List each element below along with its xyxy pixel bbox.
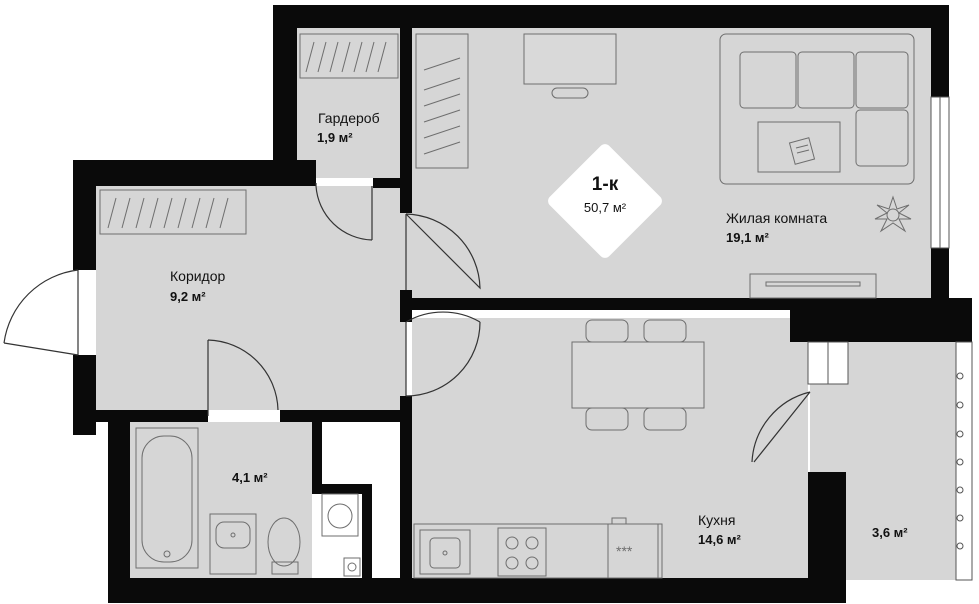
wall-bottom [108,578,830,603]
living-area: 19,1 м² [726,230,769,245]
wall-top [273,5,949,28]
toilet [267,517,301,575]
washbasin [209,513,257,575]
bathroom-area: 4,1 м² [232,470,268,485]
wall-wardrobe-left [273,5,297,183]
wall-bath-right-top [280,410,410,422]
wardrobe-floor [297,28,405,178]
wardrobe-area: 1,9 м² [317,130,353,145]
corridor-name: Коридор [170,268,226,284]
corridor-shelf [99,189,247,235]
wall-balcony-divider [808,472,846,603]
wall-kitchen-corner [790,298,972,342]
wardrobe-name: Гардероб [318,110,380,126]
wall-kitchen-divider-bottom [400,396,412,578]
entrance-door [3,269,79,355]
balcony-door [751,391,811,463]
svg-text:***: *** [616,543,633,559]
wall-kitchen-divider-top [400,290,412,322]
kitchen-area: 14,6 м² [698,532,741,547]
corridor-area: 9,2 м² [170,289,206,304]
balcony-area: 3,6 м² [872,525,908,540]
bathtub [135,427,199,569]
tv-stand [749,273,877,299]
kitchen-counter: *** [413,517,663,579]
wall-corridor-top-left [73,160,316,186]
wall-bath-left [108,410,130,603]
bathroom-door [207,339,279,416]
wall-niche-bottom [312,484,372,494]
wall-niche-left [312,410,322,490]
boiler [343,557,361,577]
furniture: *** [99,33,915,579]
wall-corridor-left-lower [73,355,96,435]
walls [73,5,972,603]
balcony-railing-posts [956,372,964,550]
wardrobe-rack [299,33,399,79]
wall-living-right-bottom [931,248,949,310]
plant [874,195,912,233]
apartment-type: 1-к [591,174,619,195]
wall-corridor-left-upper [73,160,96,270]
living-wardrobe [415,33,469,169]
living-door [405,213,481,290]
living-floor [405,28,931,300]
corridor-floor [96,186,406,410]
wall-bath-top [73,410,208,422]
wardrobe-door [315,183,373,241]
doors [3,183,811,463]
apartment-badge: 1-к 50,7 м² [545,141,665,261]
wall-niche-right [362,484,372,578]
desk [523,33,617,99]
bathroom-floor [130,422,312,578]
wall-wardrobe-divider [400,28,412,213]
kitchen-door [405,311,481,397]
washing-machine [321,493,359,537]
dining-table [571,319,705,431]
living-name: Жилая комната [726,210,828,226]
wall-living-kitchen [410,298,810,310]
wall-living-right-top [931,5,949,97]
coffee-table [757,121,841,173]
kitchen-name: Кухня [698,512,736,528]
sofa [719,33,915,185]
floor-areas [96,28,970,580]
apartment-total-area: 50,7 м² [583,200,627,215]
wall-wardrobe-bottom [373,178,405,188]
